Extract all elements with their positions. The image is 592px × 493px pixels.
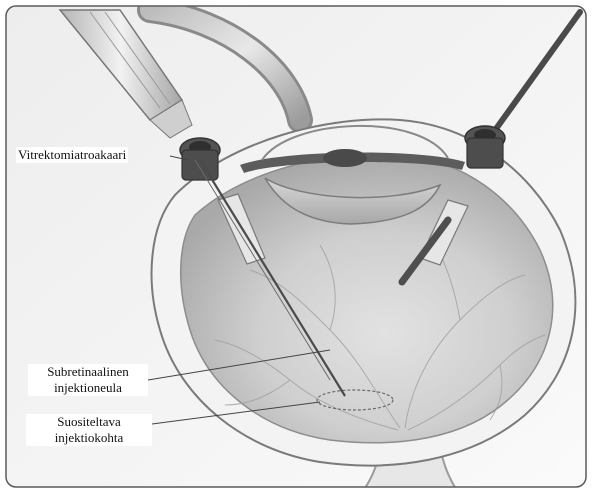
label-subretinal-needle: Subretinaalinen injektioneula [28,364,148,396]
label-recommended-injection-site-line2: injektiokohta [26,430,152,446]
pupil-highlight [323,149,367,167]
label-recommended-injection-site: Suositeltava injektiokohta [26,414,152,446]
label-subretinal-needle-line1: Subretinaalinen [28,364,148,380]
label-vitrectomy-trocar-text: Vitrektomiatroakaari [18,147,126,162]
left-trocar [180,138,220,180]
label-subretinal-needle-line2: injektioneula [28,380,148,396]
label-recommended-injection-site-line1: Suositeltava [26,414,152,430]
right-trocar [465,126,505,168]
label-vitrectomy-trocar: Vitrektomiatroakaari [16,147,128,163]
